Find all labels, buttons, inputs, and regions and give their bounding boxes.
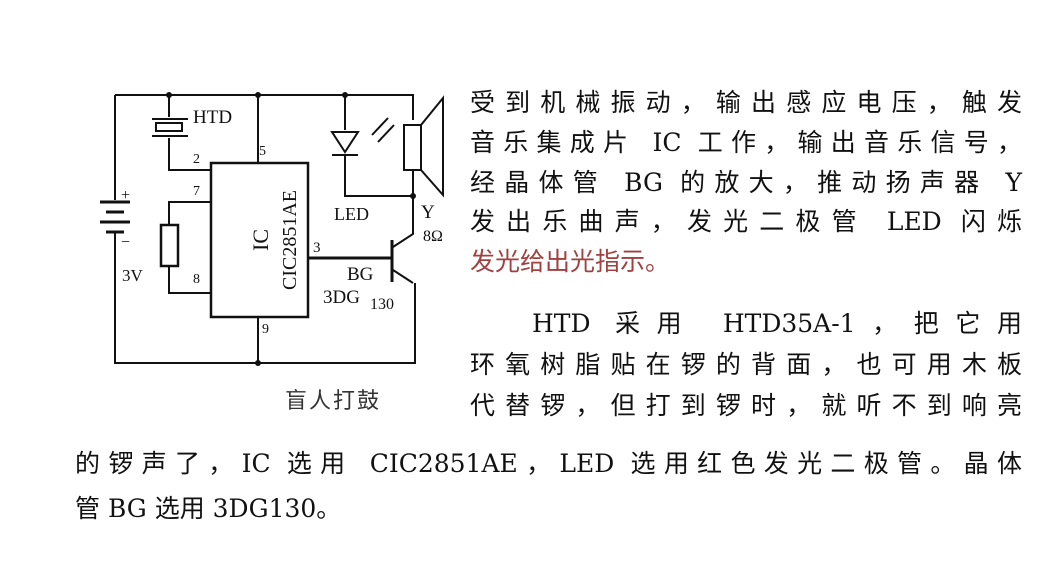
label-minus: − <box>121 234 130 251</box>
label-bg-model: 3DG <box>323 287 360 308</box>
label-ic-model: CIC2851AE <box>279 190 301 290</box>
text-line: 的锣声了，IC 选用 CIC2851AE，LED 选用红色发光二极管。晶体 <box>75 449 1022 478</box>
label-voltage: 3V <box>122 266 144 285</box>
text-line: 音乐集成片 IC 工作，输出音乐信号， <box>470 128 1022 157</box>
speaker-coil <box>403 124 422 171</box>
label-pin9: 9 <box>262 322 269 337</box>
label-speaker-ohm: 8Ω <box>423 228 443 245</box>
label-ic: IC <box>248 229 273 251</box>
htd-element <box>155 122 183 132</box>
text-line: 管 BG 选用 3DG130。 <box>75 494 342 523</box>
text-line: HTD 采用 HTD35A-1，把它用 <box>532 309 1022 338</box>
label-speaker: Y <box>421 202 435 223</box>
label-led: LED <box>334 204 369 224</box>
label-pin5: 5 <box>259 144 266 159</box>
text-line: 发光给出光指示。 <box>470 247 671 276</box>
label-plus: + <box>121 187 130 204</box>
collector-wire <box>392 170 414 248</box>
diagram-caption: 盲人打鼓 <box>285 389 382 414</box>
label-bg-model-sub: 130 <box>370 296 394 313</box>
led-icon <box>330 95 413 197</box>
led-light-arrows <box>371 117 395 143</box>
resistor-wires <box>168 201 211 294</box>
htd-sensor-icon <box>152 95 211 171</box>
label-pin8: 8 <box>193 272 200 287</box>
text-line: 环氧树脂贴在锣的背面，也可用木板 <box>470 350 1022 379</box>
left-bottom-rail <box>114 95 416 364</box>
text-line: 受到机械振动，输出感应电压，触发 <box>470 88 1022 117</box>
label-bg: BG <box>347 264 374 285</box>
emitter-wire <box>392 269 414 284</box>
label-pin7: 7 <box>193 184 200 199</box>
transistor-icon <box>308 240 394 282</box>
resistor-icon <box>159 223 180 268</box>
text-line: 经晶体管 BG 的放大，推动扬声器 Y <box>470 168 1022 197</box>
label-pin3: 3 <box>313 240 321 256</box>
top-rail <box>115 94 414 120</box>
label-pin2: 2 <box>193 152 200 167</box>
text-line: 代替锣，但打到锣时，就听不到响亮 <box>470 391 1022 420</box>
speaker-icon <box>420 95 444 198</box>
ic-chip <box>209 161 310 319</box>
battery-icon <box>100 200 130 234</box>
label-htd: HTD <box>193 107 232 128</box>
text-line: 发出乐曲声，发光二极管 LED 闪烁 <box>470 207 1022 236</box>
